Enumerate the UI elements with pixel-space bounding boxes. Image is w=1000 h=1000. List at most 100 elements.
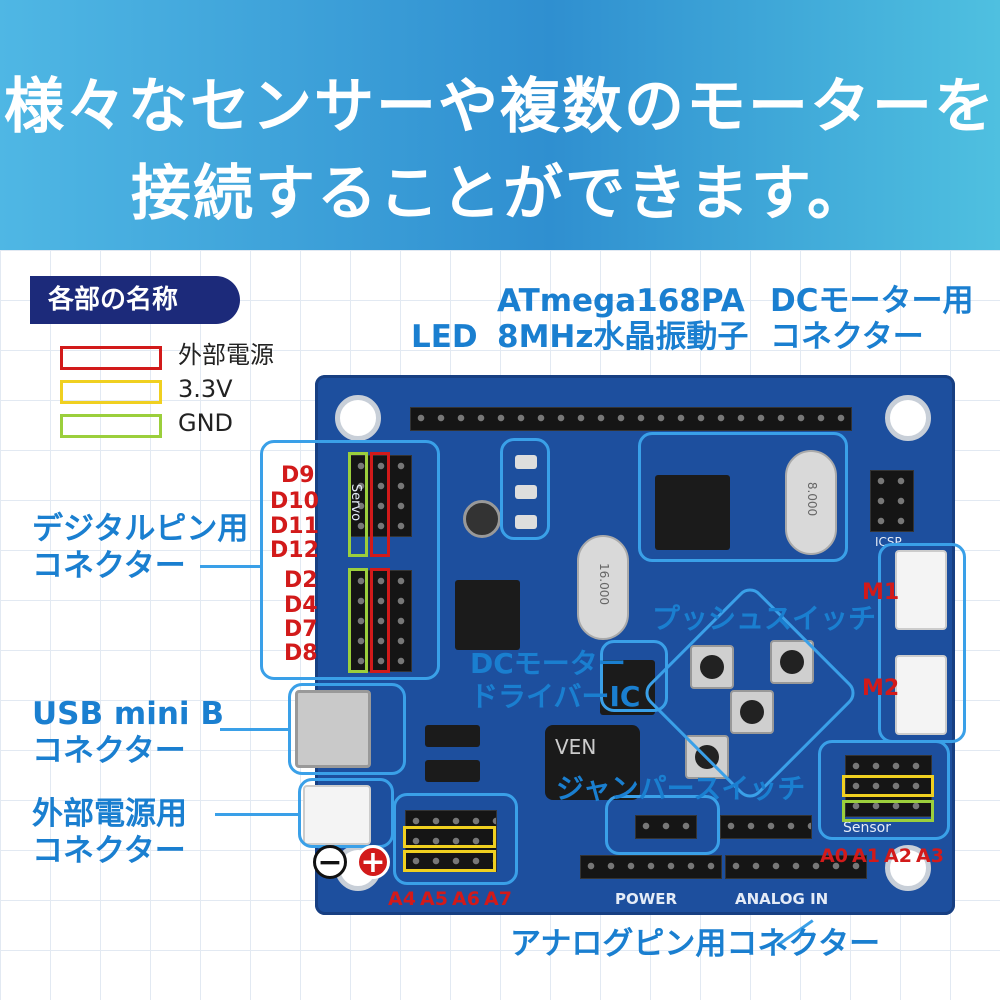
- pin-label-a5: A5: [420, 888, 448, 910]
- section-badge: 各部の名称: [30, 276, 240, 324]
- led-label: LED: [411, 319, 478, 355]
- pin-label-d2: D2: [284, 568, 318, 593]
- mcu-label-line1: ATmega168PA: [497, 283, 745, 319]
- driver-label-line2: ドライバーIC: [470, 680, 641, 713]
- push-switch[interactable]: [690, 645, 734, 689]
- jumper-header-2: [720, 815, 812, 839]
- legend-external-power: 外部電源: [60, 340, 360, 370]
- pin-label-a7: A7: [484, 888, 512, 910]
- atmega-chip: [655, 475, 730, 550]
- pin-label-a4: A4: [388, 888, 416, 910]
- external-power-connector[interactable]: [303, 785, 371, 845]
- gnd-highlight: [842, 800, 934, 822]
- plus-icon: +: [356, 845, 390, 879]
- pin-label-a6: A6: [452, 888, 480, 910]
- pin-label-a1: A1: [852, 845, 880, 867]
- diode: [425, 725, 480, 747]
- banner-line-2: 接続することができます。: [131, 159, 869, 229]
- push-switch[interactable]: [685, 735, 729, 779]
- crystal-16mhz: 16.000: [577, 535, 629, 640]
- minus-icon: −: [313, 845, 347, 879]
- 3v3-highlight: [403, 826, 496, 848]
- legend-3v3: 3.3V: [60, 374, 360, 404]
- power-label-line1: 外部電源用: [32, 796, 187, 832]
- servo-header-lower: [350, 570, 412, 672]
- legend-label: 外部電源: [178, 341, 274, 369]
- mounting-hole: [885, 395, 931, 441]
- usb-mini-b-connector[interactable]: [295, 690, 371, 768]
- power-label-line2: コネクター: [32, 833, 186, 869]
- crystal-label: 16.000: [597, 563, 611, 605]
- capacitor-label: VEN: [555, 735, 597, 759]
- servo-header-upper: [350, 455, 412, 537]
- dc-conn-label-line1: DCモーター用: [770, 283, 974, 319]
- legend-swatch-green: [60, 414, 162, 438]
- digital-leader-line: [200, 565, 260, 568]
- analog-left-leader: [393, 793, 518, 885]
- motor-connector-m1: [895, 550, 947, 630]
- led-component: [515, 485, 537, 499]
- jumper-header[interactable]: [635, 815, 697, 839]
- diode: [425, 760, 480, 782]
- pin-label-d4: D4: [284, 593, 318, 618]
- capacitor: [463, 500, 501, 538]
- digital-label-line2: コネクター: [32, 548, 186, 584]
- gnd-highlight: [348, 452, 368, 557]
- mcu-leader: [638, 432, 848, 562]
- pin-label-d10: D10: [270, 489, 319, 514]
- analog-in-header: [725, 855, 867, 879]
- jumper-label: ジャンパースイッチ: [556, 772, 806, 805]
- icsp-header: [870, 470, 914, 532]
- driver-label-line1: DCモーター: [470, 647, 626, 680]
- sensor-silkscreen: Sensor: [843, 820, 891, 836]
- digital-label-line1: デジタルピン用: [32, 511, 249, 547]
- push-switch-label: プッシュスイッチ: [652, 602, 877, 635]
- analog-right-leader: [818, 740, 950, 840]
- led-leader: [500, 438, 550, 540]
- pcb-board: Servo 8.000 16.000 ICSP VEN Sensor: [295, 375, 955, 915]
- title-banner: 様々なセンサーや複数のモーターを 接続することができます。: [0, 0, 1000, 250]
- digital-connector-leader: [260, 440, 440, 680]
- jumper-switch-leader: [605, 795, 720, 855]
- mcu-label-line2: 8MHz水晶振動子: [497, 319, 749, 355]
- pin-label-a0: A0: [820, 845, 848, 867]
- pin-label-d7: D7: [284, 617, 318, 642]
- pin-label-d11: D11: [270, 514, 319, 539]
- power-header: [580, 855, 722, 879]
- usb-label-line1: USB mini B: [32, 696, 224, 732]
- pin-label-a2: A2: [884, 845, 912, 867]
- usb-serial-chip: [455, 580, 520, 650]
- analog-header-left: [405, 810, 497, 872]
- usb-label-line2: コネクター: [32, 733, 186, 769]
- vin-highlight: [370, 452, 390, 557]
- analog-header-right: [845, 755, 932, 817]
- pin-label-d9: D9: [281, 463, 315, 488]
- mounting-hole: [885, 845, 931, 891]
- usb-leader-line: [220, 728, 288, 731]
- led-component: [515, 455, 537, 469]
- power-connector-leader: [298, 778, 394, 848]
- analog-in-silkscreen: ANALOG IN: [735, 890, 829, 908]
- legend-label: 3.3V: [178, 375, 233, 403]
- 3v3-highlight: [842, 775, 934, 797]
- power-silkscreen: POWER: [615, 890, 678, 908]
- legend-swatch-red: [60, 346, 162, 370]
- push-switch[interactable]: [770, 640, 814, 684]
- top-pin-header: [410, 407, 852, 431]
- 3v3-highlight: [403, 850, 496, 872]
- pin-label-m1: M1: [862, 580, 900, 605]
- push-switch[interactable]: [730, 690, 774, 734]
- legend-swatch-yellow: [60, 380, 162, 404]
- crystal-8mhz: 8.000: [785, 450, 837, 555]
- usb-connector-leader: [288, 683, 406, 775]
- driver-ic-leader: [600, 640, 668, 712]
- legend-gnd: GND: [60, 408, 360, 438]
- mounting-hole: [335, 395, 381, 441]
- pin-label-d8: D8: [284, 641, 318, 666]
- pin-label-a3: A3: [916, 845, 944, 867]
- dc-motor-connector-leader: [878, 543, 966, 743]
- dc-conn-label-line2: コネクター: [770, 319, 924, 355]
- vin-highlight: [370, 568, 390, 673]
- analog-label: アナログピン用コネクター: [510, 926, 881, 962]
- pin-label-d12: D12: [270, 538, 319, 563]
